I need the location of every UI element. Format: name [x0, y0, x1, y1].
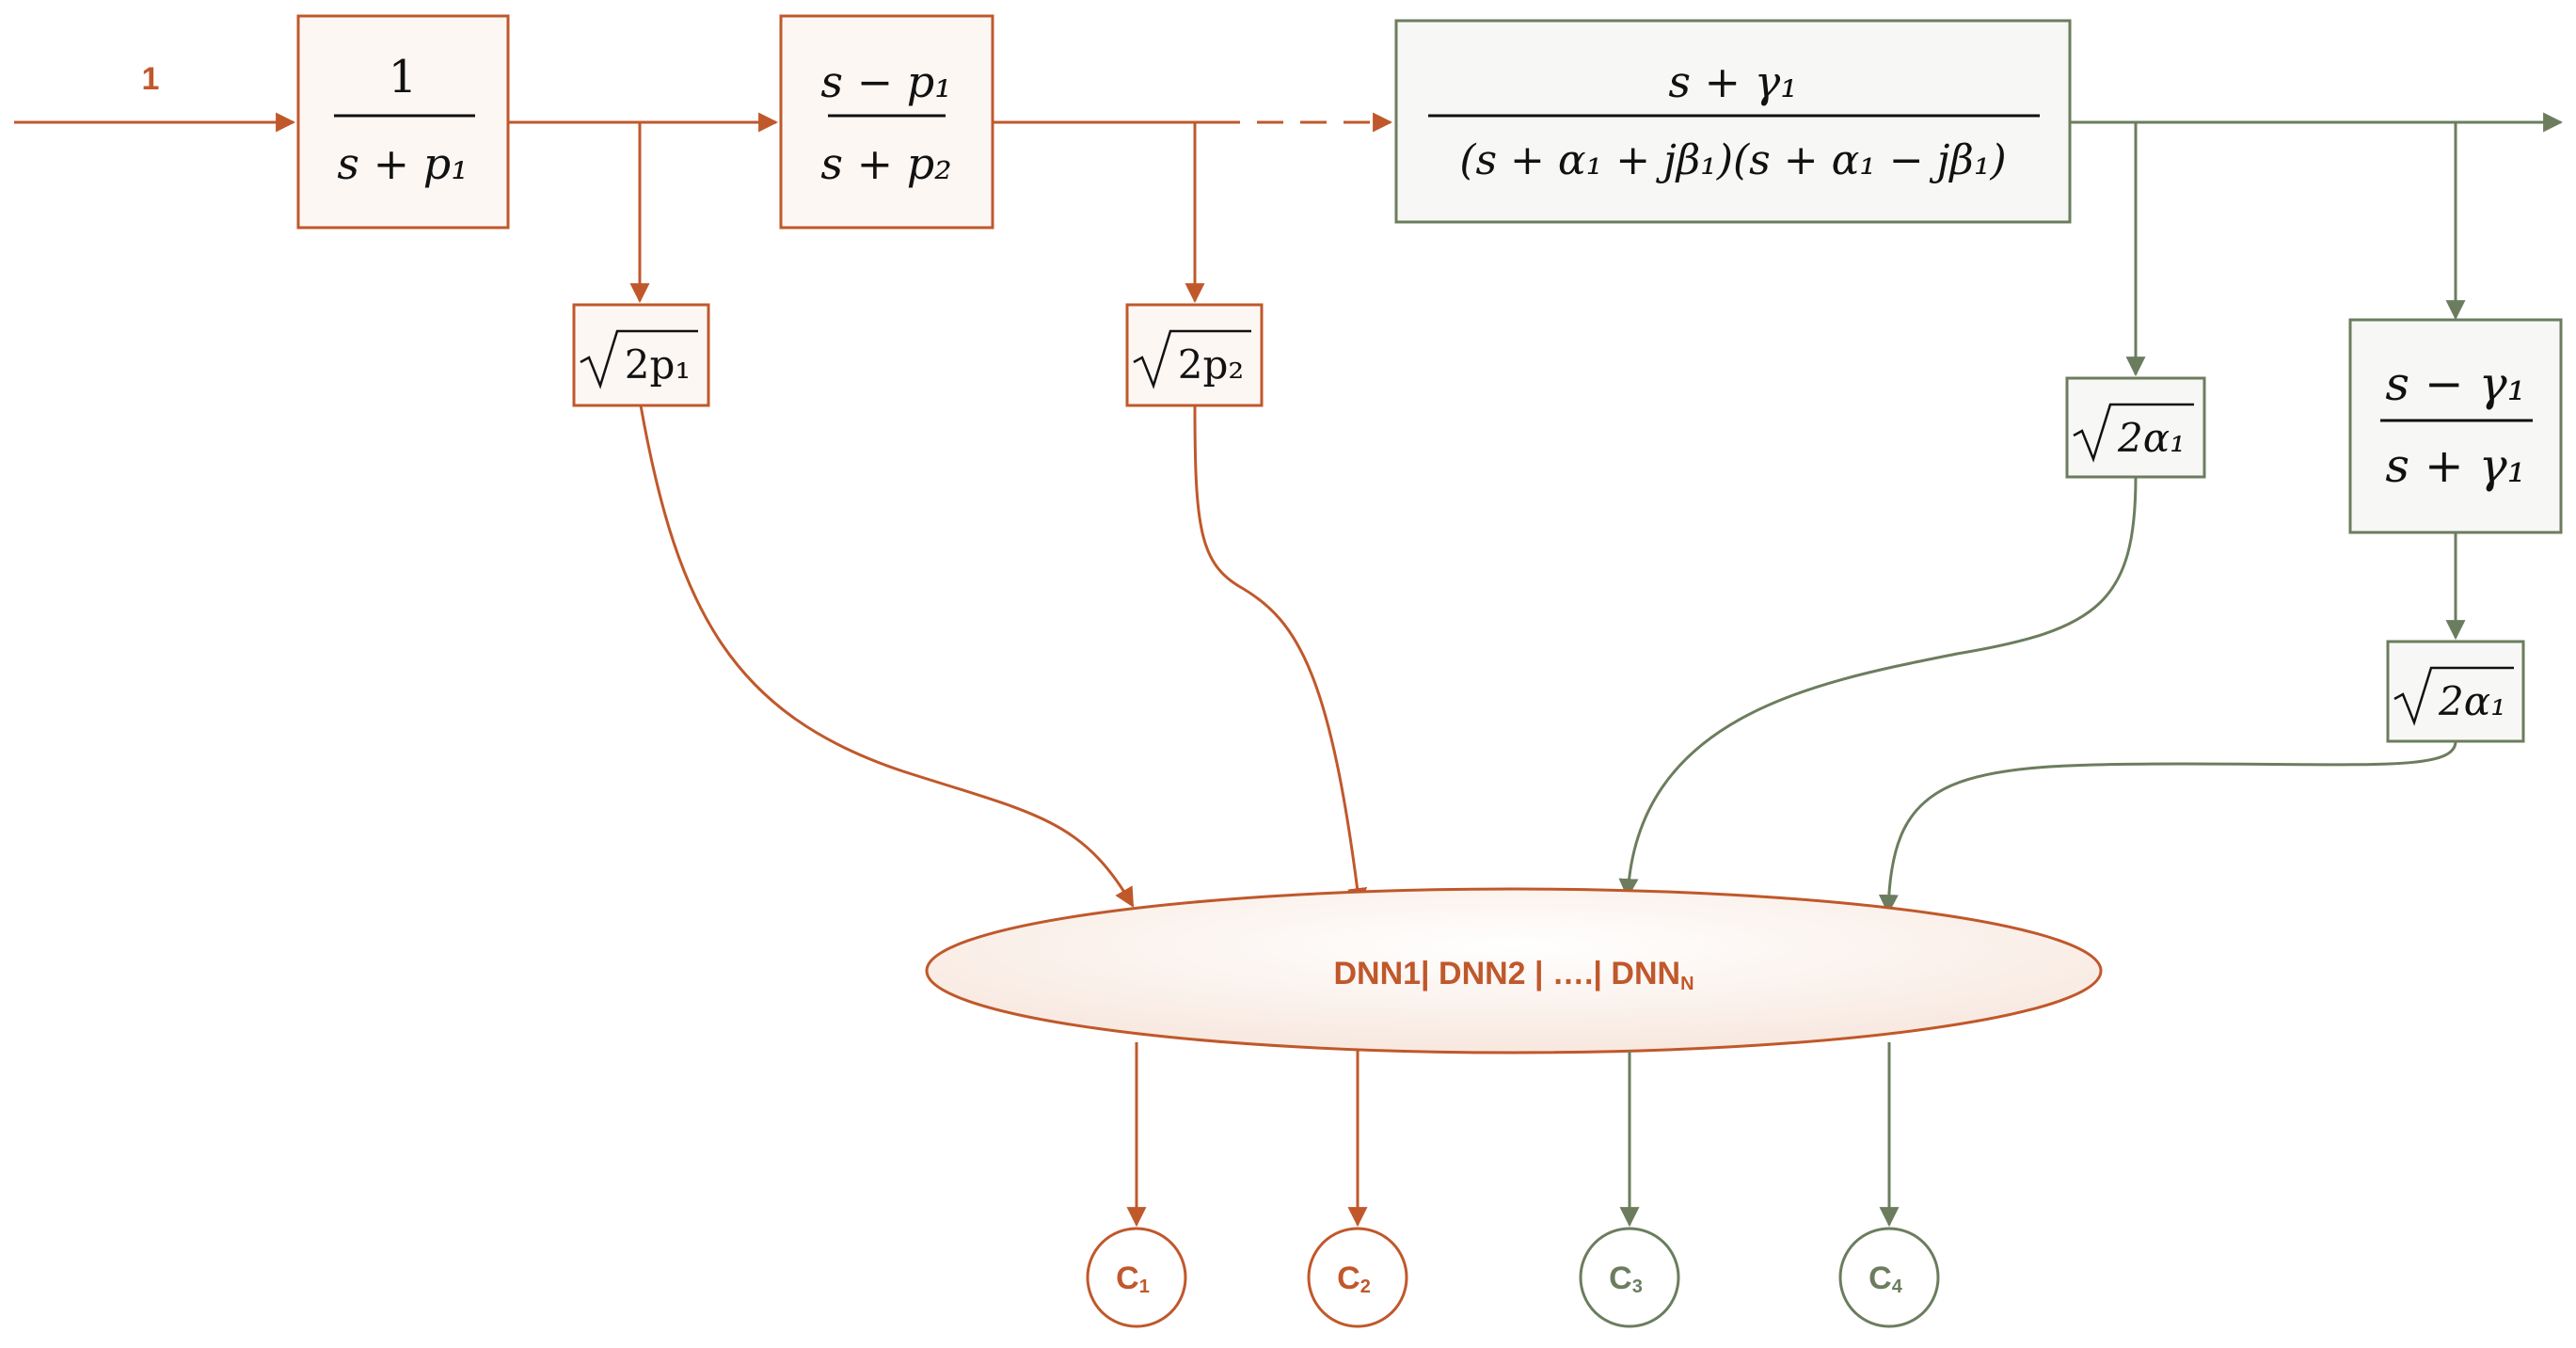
transfer-block-3: s + γ₁ (s + α₁ + jβ₁)(s + α₁ − jβ₁) [1394, 19, 2072, 224]
gain-box-3: 2α₁ [2065, 376, 2206, 479]
block2-numerator: s − p₁ [820, 56, 951, 107]
gain3-to-dnn-curve [1618, 476, 2138, 899]
c2-letter: C [1337, 1261, 1360, 1296]
gain-box-2: 2p₂ [1125, 303, 1264, 407]
dnn-to-output-lines [1126, 1042, 1900, 1228]
c4-letter: C [1868, 1261, 1892, 1296]
input-label: 1 [142, 61, 160, 97]
output-node-c2: C2 [1307, 1227, 1408, 1328]
gain-to-dnn-connectors [639, 404, 2457, 915]
c2-subscript: 2 [1360, 1277, 1371, 1297]
gain1-frame [572, 303, 710, 407]
dnn-label-main: DNN1| DNN2 | ….| DNN [1333, 956, 1680, 991]
gain2-value: 2p₂ [1178, 341, 1244, 388]
gain4-value: 2α₁ [2438, 678, 2506, 724]
gain4-sqrt-sign [2393, 666, 2514, 726]
gain2-to-dnn-curve [1193, 404, 1368, 909]
output-node-c1: C1 [1086, 1227, 1187, 1328]
gain1-value: 2p₁ [625, 341, 691, 388]
c3-label: C3 [1609, 1261, 1643, 1297]
c2-label: C2 [1337, 1261, 1371, 1297]
block4-frame [2348, 318, 2563, 534]
output-node-c3: C3 [1579, 1227, 1680, 1328]
gain2-sqrt-sign [1133, 329, 1251, 389]
gain1-sqrt-sign [580, 329, 698, 389]
gain4-frame [2386, 640, 2525, 743]
block1-numerator: 1 [389, 51, 418, 103]
block4-numerator: s − γ₁ [2385, 357, 2525, 411]
c3-circle [1579, 1227, 1680, 1328]
block3-frame [1394, 19, 2072, 224]
dnn-ellipse [925, 887, 2103, 1055]
dnn-label: DNN1| DNN2 | ….| DNNN [1333, 956, 1693, 994]
block4-denominator: s + γ₁ [2385, 438, 2525, 493]
c3-subscript: 3 [1632, 1277, 1643, 1297]
block1-frame [296, 14, 510, 230]
transfer-block-4: s − γ₁ s + γ₁ [2348, 318, 2563, 534]
c3-letter: C [1609, 1261, 1632, 1296]
c1-label: C1 [1116, 1261, 1150, 1297]
block1-denominator: s + p₁ [337, 138, 468, 189]
block3-numerator: s + γ₁ [1668, 56, 1797, 107]
main-signal-path-orange [14, 112, 1393, 304]
dnn-label-subscript: N [1680, 974, 1693, 994]
gain4-to-dnn-curve [1878, 740, 2457, 915]
c1-letter: C [1116, 1261, 1139, 1296]
gain3-sqrt-sign [2073, 403, 2194, 463]
block2-frame [779, 14, 994, 230]
gain3-value: 2α₁ [2117, 415, 2186, 461]
c1-subscript: 1 [1139, 1277, 1150, 1297]
output-node-c4: C4 [1838, 1227, 1940, 1328]
block3-denominator: (s + α₁ + jβ₁)(s + α₁ − jβ₁) [1459, 136, 2006, 184]
gain1-to-dnn-curve [639, 404, 1135, 908]
c4-circle [1838, 1227, 1940, 1328]
c2-circle [1307, 1227, 1408, 1328]
block2-denominator: s + p₂ [820, 138, 951, 189]
dnn-ellipse-node: DNN1| DNN2 | ….| DNNN [925, 887, 2103, 1055]
transfer-block-2: s − p₁ s + p₂ [779, 14, 994, 230]
gain-box-4: 2α₁ [2386, 640, 2525, 743]
c4-subscript: 4 [1892, 1277, 1903, 1297]
main-signal-path-green [2070, 112, 2564, 641]
gain3-frame [2065, 376, 2206, 479]
transfer-block-1: 1 s + p₁ [296, 14, 510, 230]
gain-box-1: 2p₁ [572, 303, 710, 407]
c1-circle [1086, 1227, 1187, 1328]
c4-label: C4 [1868, 1261, 1903, 1297]
